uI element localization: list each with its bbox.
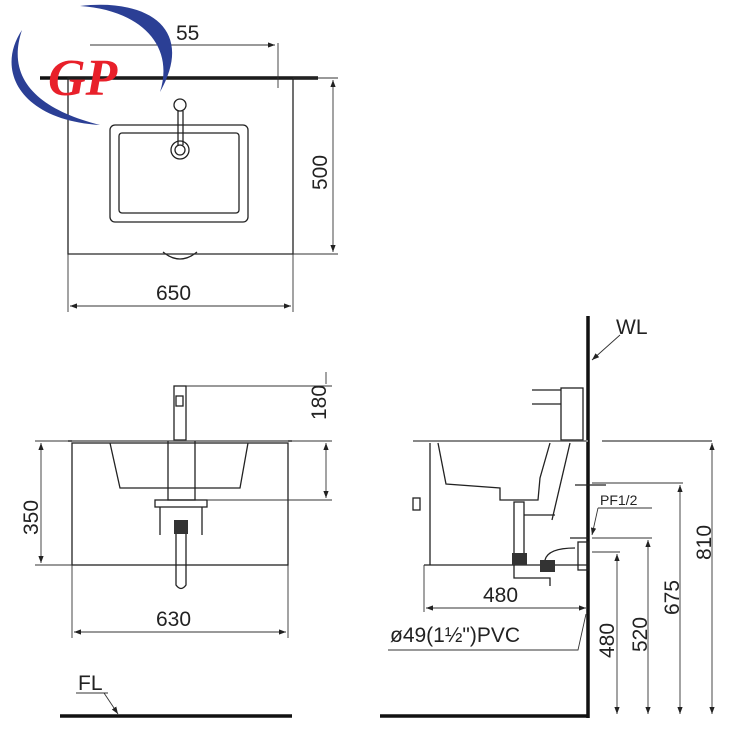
faucet-side: [560, 387, 584, 441]
dim-cabinet-height: 350: [20, 500, 43, 535]
trap-nut: [174, 520, 188, 534]
dim-supply-height: 675: [661, 580, 684, 615]
drain-icon: [170, 140, 190, 160]
dim-faucet-offset: 55: [176, 22, 199, 45]
drain-label: ø49(1½")PVC: [390, 624, 520, 647]
supply-label: PF1/2: [600, 492, 638, 508]
dim-depth-side: 480: [483, 584, 518, 607]
basin-bowl: [109, 442, 249, 489]
dim-depth-top: 500: [309, 155, 332, 190]
dim-cabinet-width: 630: [156, 608, 191, 631]
floor-label: FL: [78, 672, 103, 695]
cabinet-front: [71, 442, 289, 566]
basin-bowl-side: [437, 442, 551, 501]
basin-outer: [109, 124, 249, 223]
front-view: 180 350 630 FL: [20, 372, 332, 718]
basin-inner: [118, 132, 240, 214]
logo-text: GP: [48, 50, 119, 107]
dim-faucet-height: 180: [308, 385, 331, 420]
dim-outlet-height: 520: [629, 617, 652, 652]
dim-width-top: 650: [156, 282, 191, 305]
dim-drain-height: 480: [596, 623, 619, 658]
top-view: 55 500 650: [40, 22, 338, 312]
dim-counter-height: 810: [693, 525, 716, 560]
side-view: WL PF1/2 480 ø49(1½")PVC: [380, 316, 716, 718]
wall-label: WL: [616, 316, 648, 339]
gp-logo: GP: [11, 4, 173, 125]
faucet-handle-icon: [173, 98, 187, 112]
faucet-body: [173, 385, 187, 441]
drain-flange: [154, 499, 208, 508]
